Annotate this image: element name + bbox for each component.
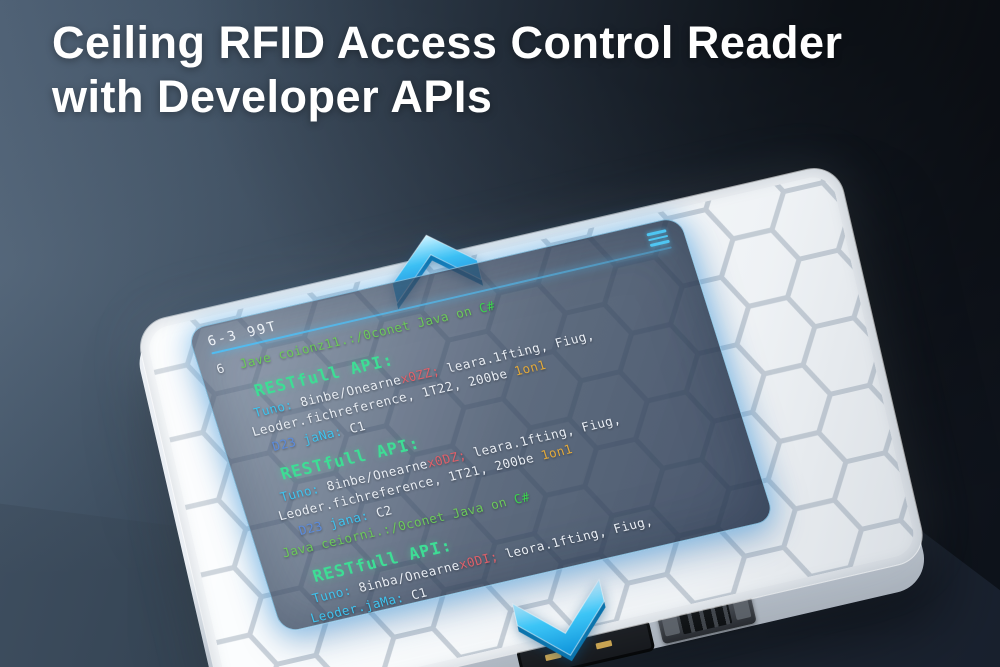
title-line-1: Ceiling RFID Access Control Reader [52,17,843,68]
title-line-2: with Developer APIs [52,71,493,122]
hamburger-icon [646,229,670,247]
rfid-reader-device: 6-3 99T 6 Jave coionz11.:/0conet Java on… [132,163,931,667]
chevron-down-arrow-icon [511,578,606,662]
